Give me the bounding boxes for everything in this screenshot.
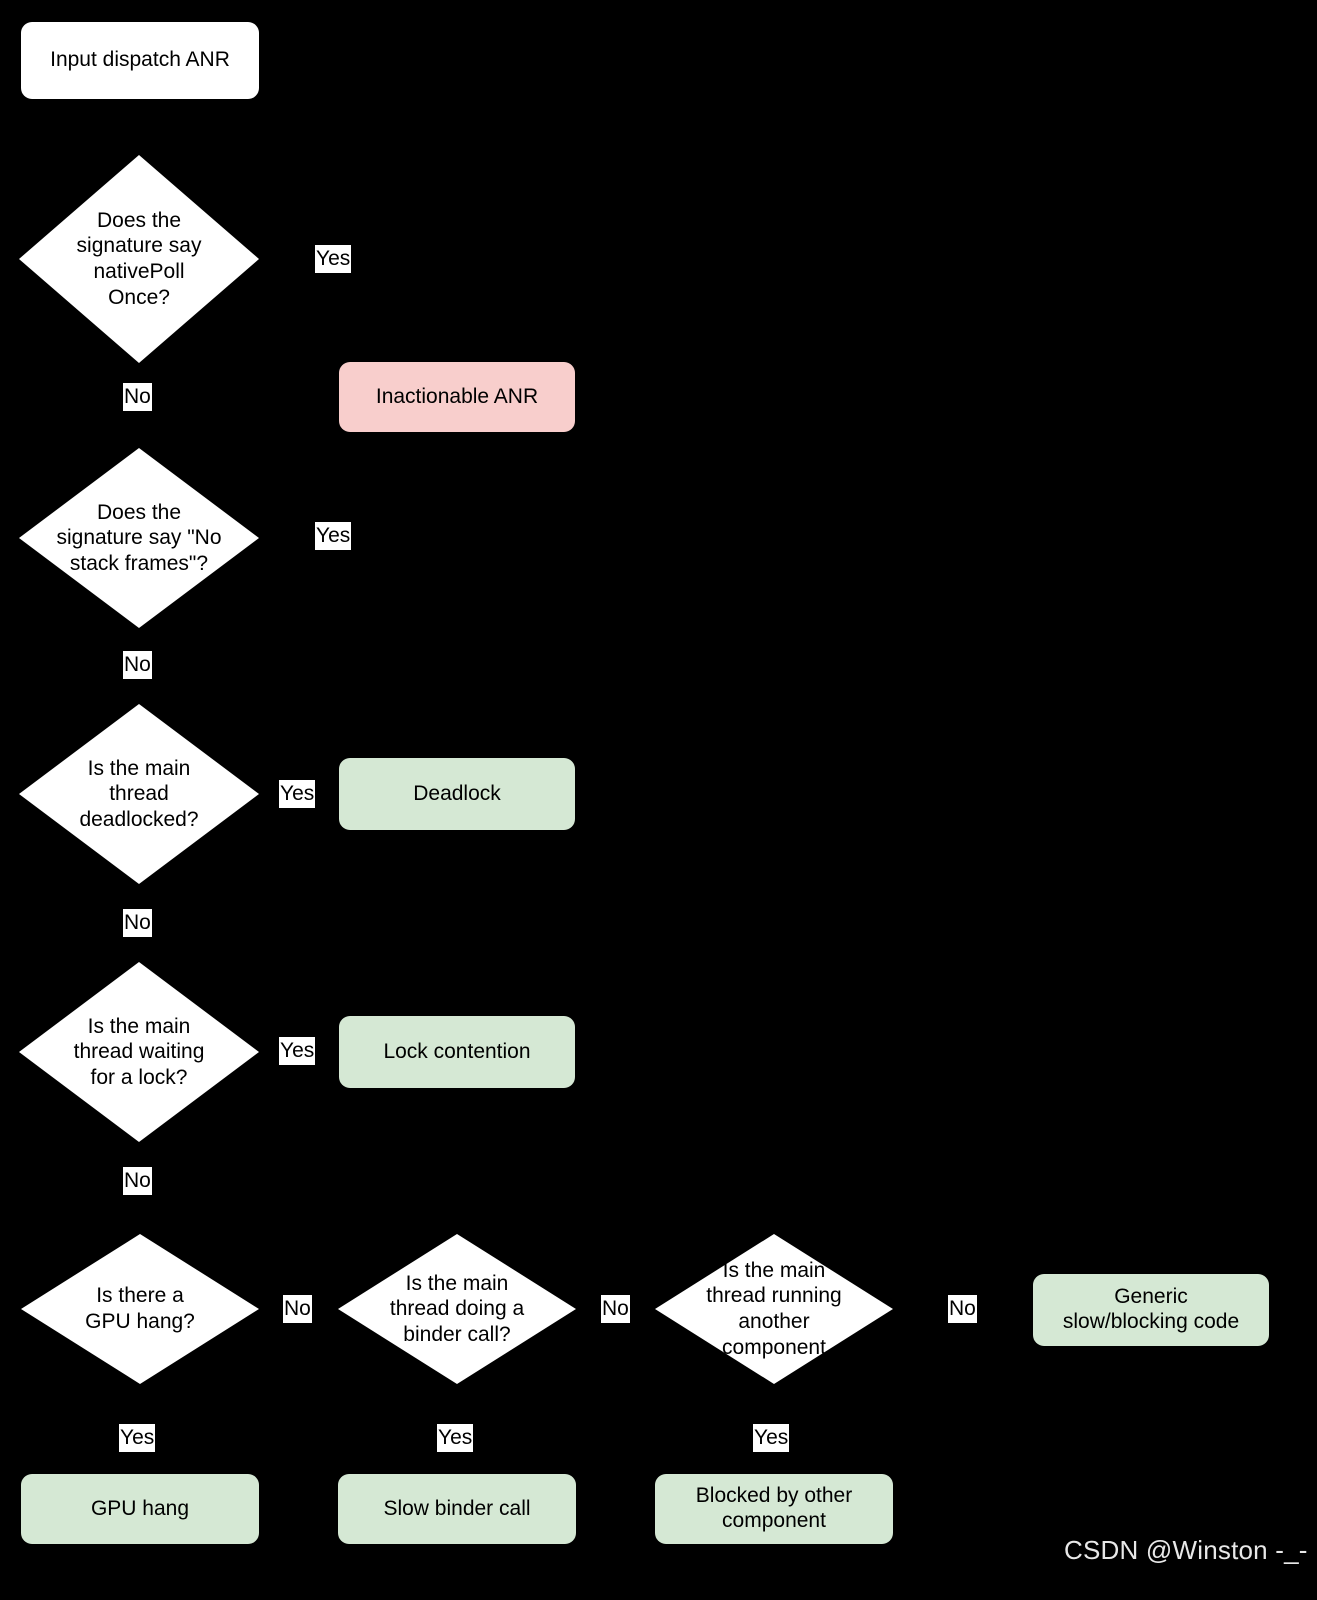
edge-label-other-component-no: No: [948, 1295, 977, 1323]
node-gpu-hang-outcome[interactable]: GPU hang: [21, 1474, 259, 1544]
node-label: Deadlock: [413, 781, 501, 805]
node-label: Input dispatch ANR: [50, 48, 230, 72]
node-is-main-thread-doing-binder-call[interactable]: Is the main thread doing a binder call?: [338, 1234, 576, 1384]
edge-label-binder-call-yes: Yes: [437, 1424, 474, 1452]
node-label: Generic slow/blocking code: [1062, 1285, 1240, 1333]
node-label: Slow binder call: [383, 1496, 531, 1520]
node-is-main-thread-deadlocked[interactable]: Is the main thread deadlocked?: [19, 704, 259, 884]
edge-label-other-component-yes: Yes: [753, 1424, 790, 1452]
edge-label-waiting-lock-no: No: [123, 1167, 152, 1195]
edge-label-no-stack-frames-no: No: [123, 651, 152, 679]
node-label: Is the main thread deadlocked?: [79, 756, 199, 831]
node-label: Lock contention: [383, 1039, 531, 1063]
edge-label-gpu-hang-yes: Yes: [119, 1424, 156, 1452]
node-is-main-thread-running-another-component[interactable]: Is the main thread running another compo…: [655, 1234, 893, 1384]
edge-label-nativepollonce-no: No: [123, 383, 152, 411]
node-label: Does the signature say nativePoll Once?: [76, 208, 202, 309]
node-inactionable-anr[interactable]: Inactionable ANR: [339, 362, 575, 432]
node-label: Is the main thread doing a binder call?: [389, 1271, 525, 1346]
edge-label-nativepollonce-yes: Yes: [315, 245, 352, 273]
node-is-there-gpu-hang[interactable]: Is there a GPU hang?: [21, 1234, 259, 1384]
node-label: Is the main thread waiting for a lock?: [73, 1014, 205, 1089]
edge-label-no-stack-frames-yes: Yes: [315, 522, 352, 550]
node-does-signature-say-no-stack-frames[interactable]: Does the signature say "No stack frames"…: [19, 448, 259, 628]
node-slow-binder-call-outcome[interactable]: Slow binder call: [338, 1474, 576, 1544]
edge-label-gpu-hang-no: No: [283, 1295, 312, 1323]
edge-label-waiting-lock-yes: Yes: [279, 1037, 316, 1065]
node-is-main-thread-waiting-for-lock[interactable]: Is the main thread waiting for a lock?: [19, 962, 259, 1142]
edge-label-binder-call-no: No: [601, 1295, 630, 1323]
node-generic-slow-blocking-code[interactable]: Generic slow/blocking code: [1033, 1274, 1269, 1346]
node-deadlock[interactable]: Deadlock: [339, 758, 575, 830]
node-label: Inactionable ANR: [375, 384, 539, 408]
node-label: Blocked by other component: [695, 1484, 853, 1532]
node-label: GPU hang: [90, 1496, 190, 1520]
node-label: Does the signature say "No stack frames"…: [56, 500, 222, 575]
node-input-dispatch-anr[interactable]: Input dispatch ANR: [21, 22, 259, 99]
edge-label-deadlocked-yes: Yes: [279, 780, 316, 808]
node-label: Is the main thread running another compo…: [706, 1258, 842, 1359]
watermark-text: CSDN @Winston -_-: [1064, 1535, 1308, 1565]
node-blocked-by-other-component-outcome[interactable]: Blocked by other component: [655, 1474, 893, 1544]
node-does-signature-say-nativepollonce[interactable]: Does the signature say nativePoll Once?: [19, 155, 259, 363]
node-lock-contention[interactable]: Lock contention: [339, 1016, 575, 1088]
edge-label-deadlocked-no: No: [123, 909, 152, 937]
node-label: Is there a GPU hang?: [85, 1284, 195, 1333]
